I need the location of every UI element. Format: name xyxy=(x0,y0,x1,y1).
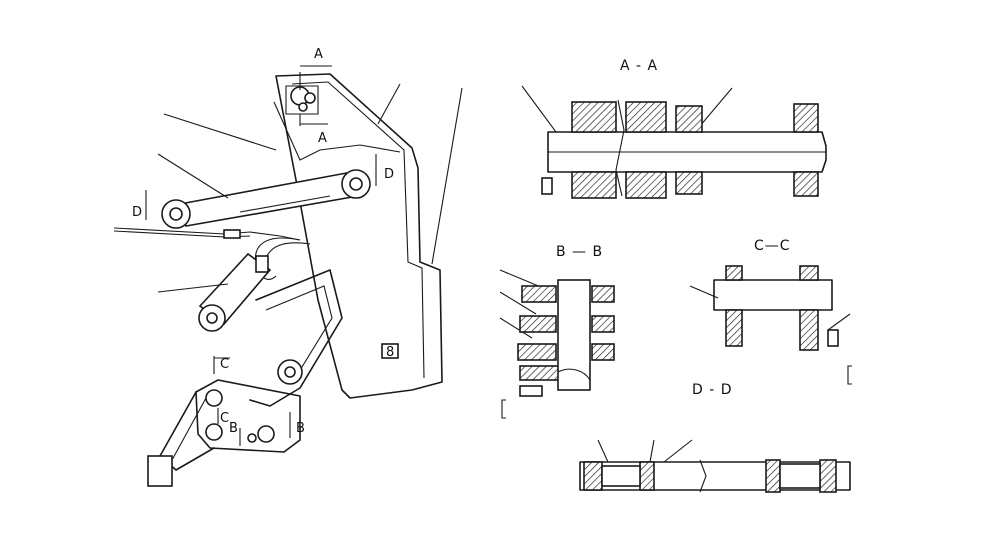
view-a-plate-2-bottom xyxy=(625,171,667,199)
beam-link-inner xyxy=(265,285,333,381)
section-a-arrow-bottom xyxy=(299,114,328,126)
view-a-title: A - A xyxy=(620,58,658,74)
view-d-leader-3 xyxy=(663,439,693,463)
view-d-break xyxy=(699,459,707,493)
plate-mark-box xyxy=(381,343,399,359)
top-pin-bolt xyxy=(304,92,316,104)
view-d-right-bearing-left xyxy=(765,459,781,493)
view-c-plate-2-bottom xyxy=(799,309,819,351)
view-b-plate-4 xyxy=(591,315,615,333)
carrier-bolt xyxy=(247,433,257,443)
section-b-marker-2: B xyxy=(296,421,305,436)
section-a-a-view: A - A xyxy=(521,58,827,199)
lift-cylinder-rod-pin xyxy=(206,312,218,324)
section-a-arrow-top xyxy=(299,65,332,90)
view-a-break xyxy=(615,99,625,197)
view-d-left-bearing-right xyxy=(639,461,655,491)
leader-line-1 xyxy=(163,113,277,151)
view-b-plate-6 xyxy=(591,343,615,361)
section-d-marker-2: D xyxy=(132,205,142,220)
section-c-arrow-top xyxy=(213,356,230,374)
view-d-right-bearing-right xyxy=(819,459,837,493)
view-a-plate-3-bottom xyxy=(793,171,819,197)
mounting-bracket xyxy=(275,73,443,399)
hydraulic-hose-upper xyxy=(113,227,301,241)
carrier-hole-right xyxy=(257,425,275,443)
view-a-plate-3-top xyxy=(793,103,819,133)
view-b-title: B — B xyxy=(556,244,603,260)
hose-loop-2 xyxy=(264,242,311,275)
view-c-plate-2-top xyxy=(799,265,819,281)
bracket-fold-line xyxy=(273,101,401,161)
beam-pin xyxy=(284,366,296,378)
view-b-plate-5 xyxy=(517,343,557,361)
view-c-plate-1-bottom xyxy=(725,309,743,347)
view-c-leader-2 xyxy=(827,313,851,331)
view-b-plate-3 xyxy=(519,315,557,333)
view-a-pin-shaft xyxy=(547,131,827,173)
bracket-inner-edge xyxy=(291,81,425,379)
section-b-b-view: B — B xyxy=(499,244,615,419)
view-b-plate-7 xyxy=(519,365,561,381)
view-c-bracket xyxy=(847,365,852,385)
view-a-bushing-bottom xyxy=(675,171,703,195)
view-a-bolt-head xyxy=(541,177,553,195)
view-a-leader-right xyxy=(699,87,733,127)
view-b-leader-2 xyxy=(499,291,537,315)
view-a-bushing-top xyxy=(675,105,703,133)
view-d-left-bearing xyxy=(601,465,641,487)
section-d-d-view: D - D xyxy=(579,382,851,493)
view-b-plate-2 xyxy=(591,285,615,303)
tilt-cylinder-line xyxy=(239,195,331,213)
view-b-bolt xyxy=(519,385,543,397)
view-c-bolt xyxy=(827,329,839,347)
view-c-title: C—C xyxy=(754,238,791,254)
section-a-marker-2: A xyxy=(318,131,327,146)
view-b-leader-3 xyxy=(499,317,533,339)
view-a-leader-left xyxy=(521,85,557,133)
section-c-c-view: C—C xyxy=(689,238,852,385)
shank-edge xyxy=(171,397,207,461)
top-pin-bolt-2 xyxy=(298,102,308,112)
ripper-tip xyxy=(147,455,173,487)
view-d-leader-2 xyxy=(649,439,655,463)
carrier-hole-top xyxy=(205,389,223,407)
leader-line-2 xyxy=(157,153,229,199)
section-c-marker: C xyxy=(220,357,229,372)
view-a-plate-2-top xyxy=(625,101,667,133)
top-pin-lug xyxy=(285,85,319,115)
view-d-rod-body xyxy=(579,461,851,491)
leader-line-3 xyxy=(157,283,229,293)
view-d-title: D - D xyxy=(692,382,733,398)
tilt-cylinder-head-pin xyxy=(349,177,363,191)
leader-line-5 xyxy=(431,87,463,265)
beam-link xyxy=(249,269,343,407)
carrier-hole-left xyxy=(205,423,223,441)
view-a-plate-1-bottom xyxy=(571,171,617,199)
view-b-pin xyxy=(557,279,591,391)
view-c-plate-1-top xyxy=(725,265,743,281)
view-a-plate-1-top xyxy=(571,101,617,133)
section-b-marker: B xyxy=(229,421,238,436)
view-c-pin xyxy=(713,279,833,311)
view-b-bracket xyxy=(501,399,506,419)
leader-line-4 xyxy=(377,83,401,125)
section-a-marker: A xyxy=(314,47,323,62)
lift-cylinder-fitting xyxy=(255,255,269,273)
tilt-cylinder-rod-pin xyxy=(169,207,183,221)
plate-mark-label: 8 xyxy=(386,345,394,360)
view-d-right-bearing xyxy=(779,463,821,489)
view-b-plate-1 xyxy=(521,285,557,303)
hose-fitting xyxy=(223,229,241,239)
view-d-leader-1 xyxy=(597,439,609,463)
tilt-cylinder-body xyxy=(178,171,359,227)
view-b-pin-cap xyxy=(557,368,591,381)
section-c-marker-2: C xyxy=(220,411,229,426)
shank-carrier-plate xyxy=(195,379,301,453)
section-d-marker: D xyxy=(384,167,394,182)
view-d-left-end xyxy=(583,461,603,491)
main-assembly-view: 8 xyxy=(113,47,463,487)
